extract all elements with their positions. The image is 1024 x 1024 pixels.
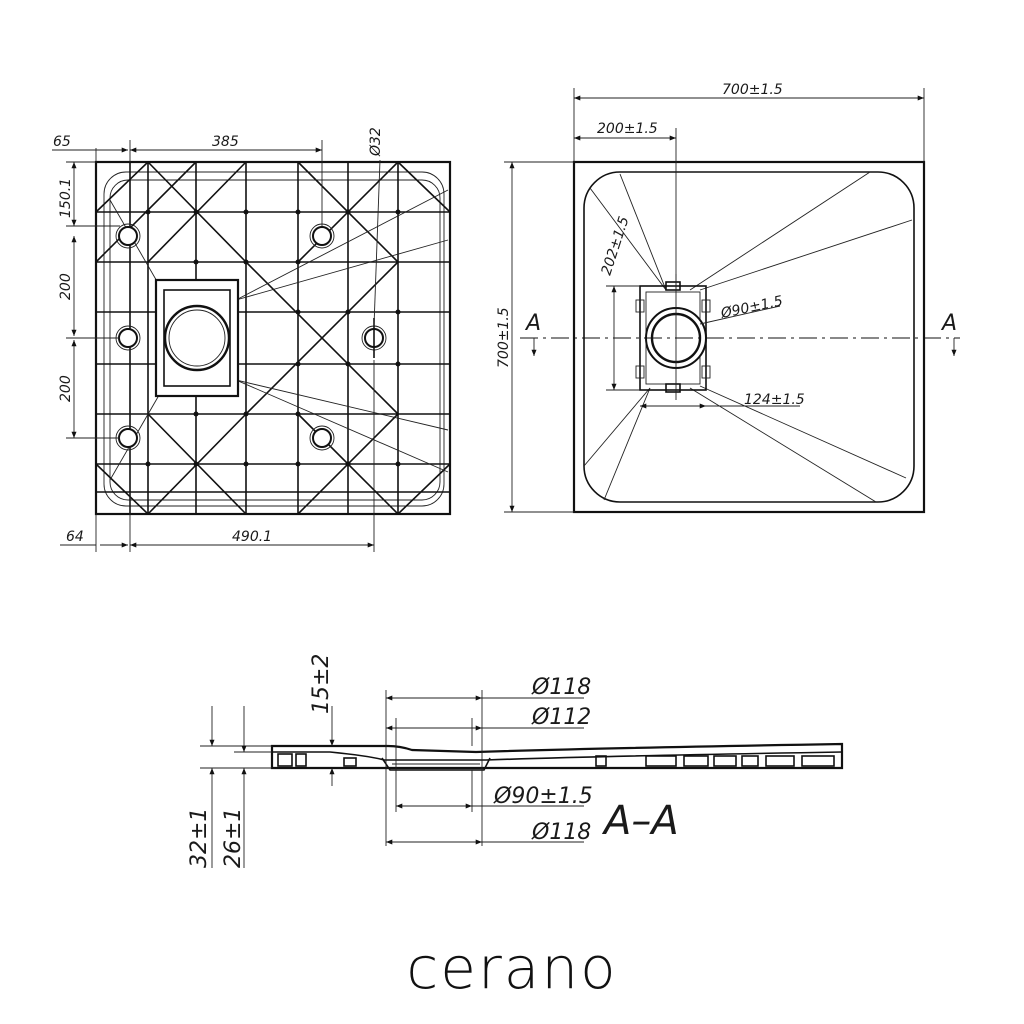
bottom-view-outline — [94, 160, 452, 516]
rib-grid — [96, 162, 450, 514]
tray-profile — [270, 742, 844, 770]
mounting-hole — [312, 428, 332, 448]
dim-width-700: 700±1.5 — [722, 82, 783, 98]
mounting-hole — [118, 428, 138, 448]
fan-lines — [109, 189, 449, 481]
section-ribs — [277, 753, 835, 767]
top-view-outline — [572, 160, 926, 514]
dim-200-lower: 200 — [58, 375, 74, 402]
top-view-dimensions — [504, 88, 925, 513]
dim-offset-202: 202±1.5 — [599, 214, 633, 277]
bottom-view-inner-rim — [103, 171, 445, 507]
dim-26: 26±1 — [221, 808, 246, 868]
dim-diameter-112: Ø112 — [531, 705, 591, 730]
dim-drain-90: Ø90±1.5 — [719, 293, 785, 322]
dim-drain-box-124: 124±1.5 — [744, 392, 805, 408]
section-dimensions — [200, 690, 584, 868]
dim-200-upper: 200 — [58, 273, 74, 300]
top-view-basin — [583, 171, 915, 503]
dim-64: 64 — [66, 529, 84, 545]
mounting-hole — [312, 226, 332, 246]
section-title: A–A — [601, 798, 679, 844]
mounting-hole — [118, 328, 138, 348]
drain-hole — [163, 304, 231, 372]
mounting-hole — [118, 226, 138, 246]
drain-module — [635, 274, 711, 400]
section-view: Ø118 Ø112 15±2 Ø90±1.5 Ø118 32±1 26±1 A–… — [187, 654, 844, 868]
bottom-view: 65 385 Ø32 150.1 200 200 64 490.1 — [52, 127, 452, 552]
section-marker-right: A — [940, 311, 957, 336]
section-marker-left: A — [524, 311, 541, 336]
slope-lines — [583, 171, 913, 503]
top-view: A A 700±1.5 200±1.5 700±1.5 202±1.5 Ø90±… — [496, 82, 960, 514]
dim-385: 385 — [212, 134, 239, 150]
dim-490-1: 490.1 — [232, 529, 272, 545]
brand-logo: cerano — [406, 934, 617, 1002]
dim-height-700: 700±1.5 — [496, 307, 512, 368]
dim-offset-200: 200±1.5 — [597, 121, 658, 137]
dim-15: 15±2 — [309, 654, 334, 714]
dim-diameter-90: Ø90±1.5 — [493, 784, 593, 809]
dim-diameter-32: Ø32 — [368, 127, 384, 157]
dim-diameter-118-top: Ø118 — [531, 675, 591, 700]
dim-150-1: 150.1 — [58, 178, 74, 218]
bottom-view-dimensions — [52, 140, 381, 552]
rib-nodes — [145, 209, 401, 467]
dim-diameter-118-bottom: Ø118 — [531, 820, 591, 845]
dim-65: 65 — [53, 134, 71, 150]
dim-32: 32±1 — [187, 808, 212, 868]
diagonal-ribs — [95, 161, 451, 515]
